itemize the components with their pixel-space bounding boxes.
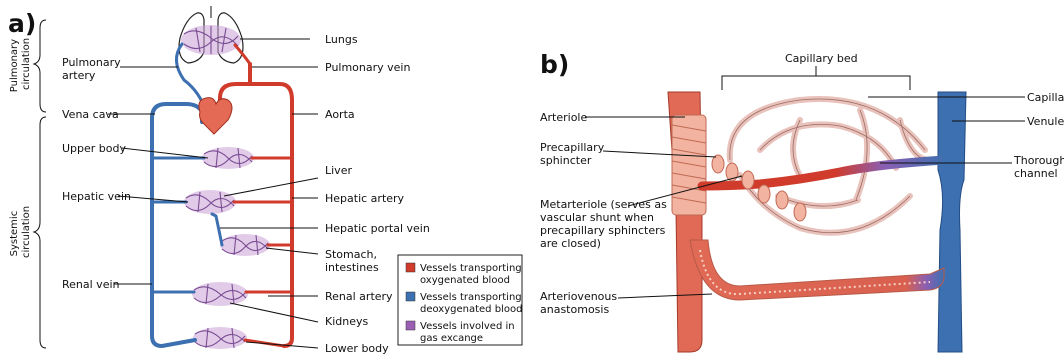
capillary-bed-bracket: [722, 66, 910, 90]
systemic-brace: [34, 117, 46, 348]
label-arteriovenous-anastomosis: Arteriovenous anastomosis: [540, 290, 621, 316]
label-renal-vein: Renal vein: [62, 278, 120, 291]
label-lower-body: Lower body: [325, 342, 389, 355]
label-renal-artery: Renal artery: [325, 290, 393, 303]
pulmonary-circulation-label: Pulmonary circulation: [9, 36, 32, 93]
label-capillary: Capillary: [1027, 91, 1064, 104]
label-hepatic-portal-vein: Hepatic portal vein: [325, 222, 430, 235]
vena-cava-vessel: [152, 104, 202, 346]
aorta-vessel: [220, 84, 292, 346]
label-hepatic-artery: Hepatic artery: [325, 192, 405, 205]
panel-b: b) Capillary bed: [540, 50, 1064, 352]
panel-b-letter: b): [540, 50, 569, 79]
heart: [199, 98, 232, 134]
label-upper-body: Upper body: [62, 142, 126, 155]
arteriovenous-anastomosis-vessel: [690, 240, 944, 300]
label-venule: Venule: [1027, 115, 1064, 128]
capillary-networks: [181, 25, 270, 349]
label-thoroughfare-channel: Thoroughfare channel: [1013, 154, 1064, 180]
panel-a-letter: a): [8, 9, 36, 38]
legend-swatch-deoxygenated: [406, 292, 415, 301]
label-aorta: Aorta: [325, 108, 355, 121]
label-precapillary-sphincter: Precapillary sphincter: [540, 141, 608, 167]
legend: Vessels transporting oxygenated blood Ve…: [398, 255, 525, 345]
systemic-circulation-label: Systemic circulation: [9, 206, 32, 258]
legend-swatch-oxygenated: [406, 263, 415, 272]
legend-swatch-gas-exchange: [406, 321, 415, 330]
label-stomach-intestines: Stomach, intestines: [325, 248, 381, 274]
label-arteriole: Arteriole: [540, 111, 587, 124]
label-kidneys: Kidneys: [325, 315, 369, 328]
hepatic-portal-vessel: [212, 214, 222, 245]
label-lungs: Lungs: [325, 33, 358, 46]
label-capillary-bed: Capillary bed: [785, 52, 858, 65]
label-vena-cava: Vena cava: [62, 108, 119, 121]
venule-vessel: [938, 92, 966, 352]
label-metarteriole: Metarteriole (serves as vascular shunt w…: [540, 198, 670, 250]
label-pulmonary-vein: Pulmonary vein: [325, 61, 410, 74]
label-hepatic-vein: Hepatic vein: [62, 190, 131, 203]
label-liver: Liver: [325, 164, 352, 177]
legend-oxygenated: Vessels transporting oxygenated blood: [420, 263, 525, 286]
label-pulmonary-artery: Pulmonary artery: [62, 56, 124, 82]
panel-a: a) Pulmonary circulation Systemic circul…: [8, 6, 525, 355]
legend-deoxygenated: Vessels transporting deoxygenated blood: [420, 292, 525, 315]
